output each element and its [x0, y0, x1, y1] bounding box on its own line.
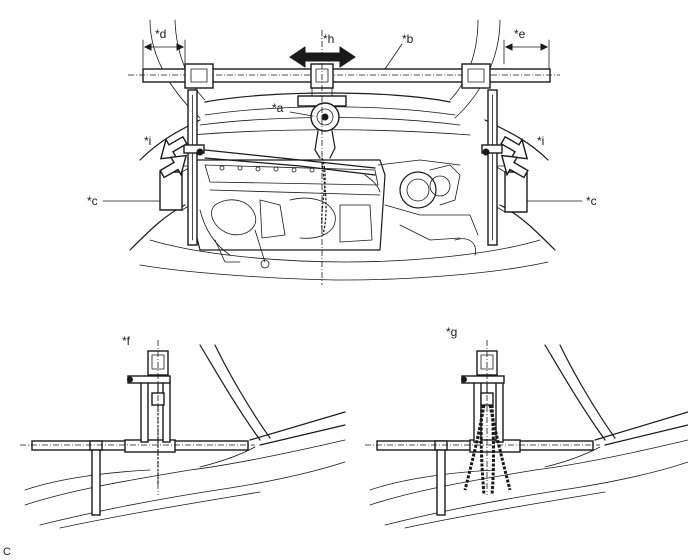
callout-i-left: *i: [144, 134, 151, 148]
callout-b: *b: [402, 32, 414, 46]
callout-d: *d: [155, 27, 166, 41]
callout-e: *e: [514, 27, 526, 41]
engine-compartment-view: [102, 19, 583, 285]
callout-i-right: *i: [537, 134, 544, 148]
callout-f: *f: [122, 334, 131, 348]
figure-code: C: [3, 546, 11, 558]
callout-c-right: *c: [586, 194, 597, 208]
callout-c-left: *c: [87, 194, 98, 208]
detail-view-g: [365, 340, 688, 529]
detail-view-f: [20, 340, 346, 529]
callout-a: *a: [272, 101, 284, 115]
callout-g: *g: [446, 325, 457, 339]
callout-h: *h: [323, 32, 334, 46]
